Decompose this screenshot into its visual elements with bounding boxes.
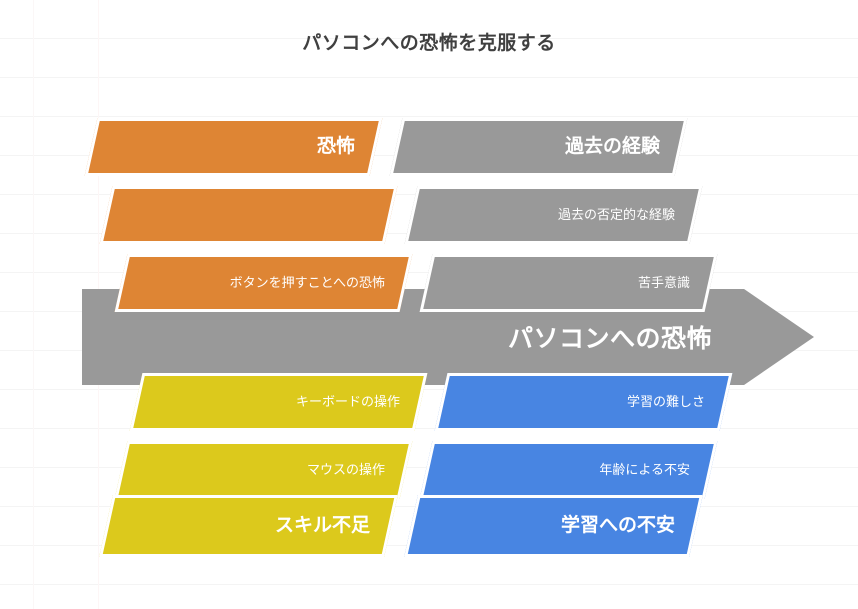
chip-label: 苦手意識	[637, 275, 690, 290]
chip-label	[109, 189, 388, 241]
chip-label: 学習の難しさ	[626, 394, 705, 409]
chip-yellow-3[interactable]: スキル不足	[99, 495, 398, 557]
chip-label: スキル不足	[274, 515, 370, 536]
chip-label: キーボードの操作	[295, 394, 400, 409]
chip-orange-1[interactable]: 恐怖	[84, 118, 383, 176]
chip-grey-3[interactable]: 苦手意識	[419, 254, 718, 312]
chip-grey-2[interactable]: 過去の否定的な経験	[404, 186, 703, 244]
chip-orange-2[interactable]	[99, 186, 398, 244]
chip-yellow-2[interactable]: マウスの操作	[114, 441, 413, 499]
chip-blue-1[interactable]: 学習の難しさ	[434, 373, 733, 431]
chip-label: 過去の否定的な経験	[557, 207, 675, 222]
page-title: パソコンへの恐怖を克服する	[302, 33, 556, 54]
chip-label: ボタンを押すことへの恐怖	[229, 275, 385, 290]
chip-label: 過去の経験	[564, 136, 660, 157]
chip-yellow-1[interactable]: キーボードの操作	[129, 373, 428, 431]
chip-label: 学習への不安	[560, 515, 675, 536]
chip-blue-2[interactable]: 年齢による不安	[419, 441, 718, 499]
chip-blue-3[interactable]: 学習への不安	[404, 495, 703, 557]
chip-label: 恐怖	[316, 136, 355, 157]
arrow-label: パソコンへの恐怖	[507, 325, 712, 353]
chip-grey-1[interactable]: 過去の経験	[389, 118, 688, 176]
chip-orange-3[interactable]: ボタンを押すことへの恐怖	[114, 254, 413, 312]
chip-label: マウスの操作	[306, 462, 385, 477]
chip-label: 年齢による不安	[599, 462, 690, 477]
